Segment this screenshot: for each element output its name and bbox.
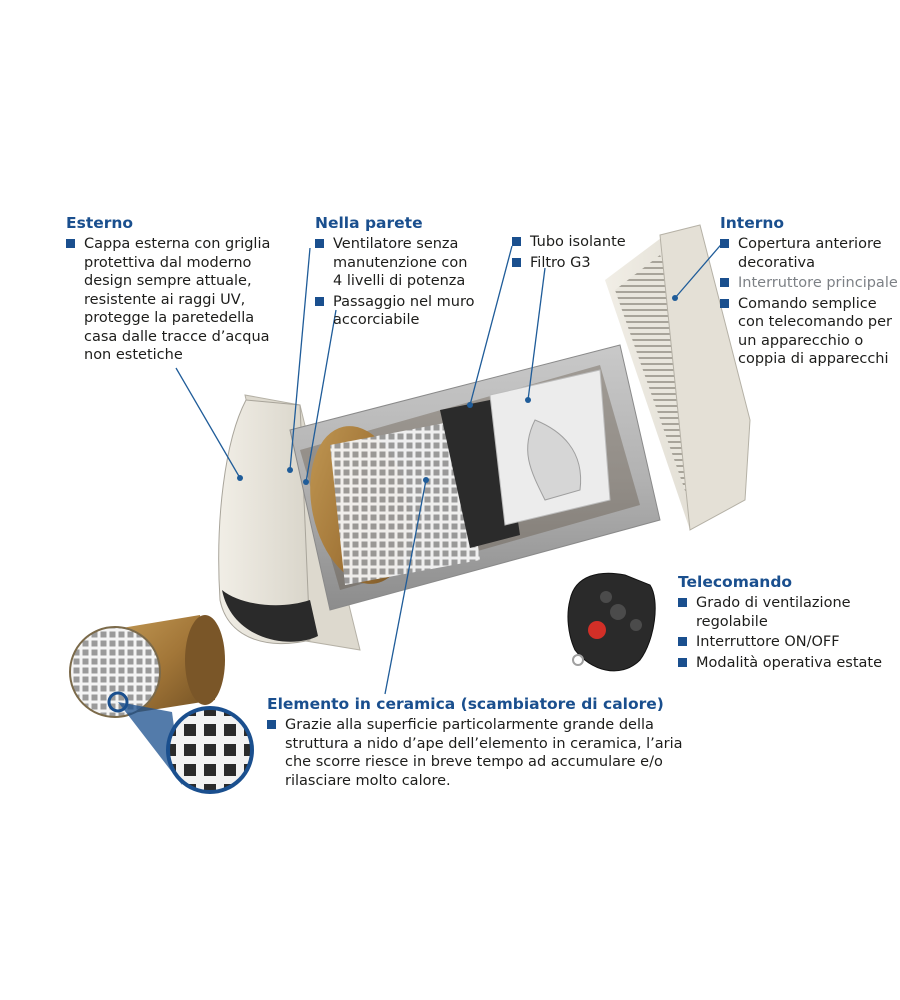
esterno-block: Esterno Cappa esterna con griglia protet…	[66, 213, 296, 367]
ceramica-block: Elemento in ceramica (scambiatore di cal…	[267, 694, 707, 792]
telecomando-block: Telecomando Grado di ventilazione regola…	[678, 572, 893, 674]
parete-title: Nella parete	[315, 214, 423, 232]
list-item: Grazie alla superficie particolarmente g…	[267, 716, 707, 790]
tubo-list: Tubo isolante Filtro G3	[512, 233, 652, 272]
list-item: Grado di ventilazione regolabile	[678, 594, 893, 631]
square-bullet-icon	[315, 239, 324, 248]
square-bullet-icon	[720, 298, 729, 308]
list-item: Tubo isolante	[512, 233, 652, 252]
tubo-block: Tubo isolante Filtro G3	[512, 233, 652, 274]
esterno-title: Esterno	[66, 214, 134, 232]
square-bullet-icon	[66, 239, 75, 248]
square-bullet-icon	[720, 239, 729, 248]
square-bullet-icon	[678, 598, 687, 607]
list-item: Copertura anteriore decorativa	[720, 235, 898, 272]
interno-block: Interno Copertura anteriore decorativa I…	[720, 213, 898, 371]
list-item: Cappa esterna con griglia protettiva dal…	[66, 235, 296, 365]
square-bullet-icon	[315, 296, 324, 306]
parete-block: Nella parete Ventilatore senza manutenzi…	[315, 213, 495, 332]
square-bullet-icon	[512, 257, 521, 267]
square-bullet-icon	[678, 657, 687, 667]
remote-control-icon	[567, 572, 656, 672]
esterno-list: Cappa esterna con griglia protettiva dal…	[66, 235, 296, 365]
list-item: Modalità operativa estate	[678, 654, 893, 673]
list-item: Filtro G3	[512, 254, 652, 273]
parete-list: Ventilatore senza manutenzione con 4 liv…	[315, 235, 495, 330]
interno-list: Copertura anteriore decorativa Interrutt…	[720, 235, 898, 369]
interno-title: Interno	[720, 214, 785, 232]
list-item: Passaggio nel muro accorciabile	[315, 293, 495, 330]
list-item: Interruttore principale	[720, 274, 898, 293]
square-bullet-icon	[678, 637, 687, 646]
square-bullet-icon	[267, 720, 276, 729]
ceramica-title: Elemento in ceramica (scambiatore di cal…	[267, 695, 664, 713]
list-item: Interruttore ON/OFF	[678, 633, 893, 652]
telecomando-list: Grado di ventilazione regolabile Interru…	[678, 594, 893, 672]
list-item: Comando semplice con telecomando per un …	[720, 295, 898, 369]
list-item: Ventilatore senza manutenzione con 4 liv…	[315, 235, 495, 291]
telecomando-title: Telecomando	[678, 573, 793, 591]
ceramica-list: Grazie alla superficie particolarmente g…	[267, 716, 707, 790]
square-bullet-icon	[512, 237, 521, 246]
square-bullet-icon	[720, 278, 729, 287]
